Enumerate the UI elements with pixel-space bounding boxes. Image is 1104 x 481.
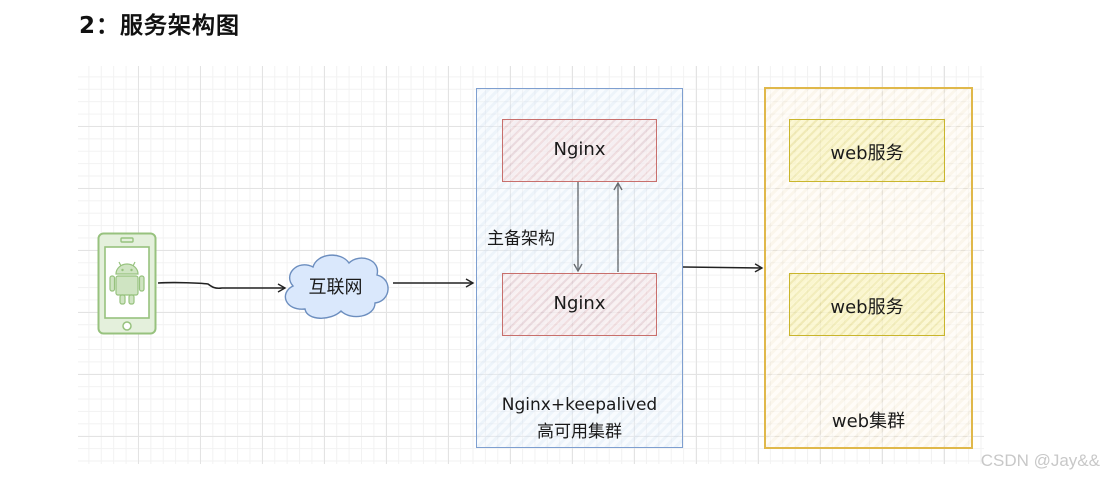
cloud-icon <box>284 254 389 319</box>
ha-cluster-label-line2: 高可用集群 <box>537 422 622 442</box>
internet-node: 互联网 <box>277 249 394 321</box>
nginx-backup-label: Nginx <box>553 293 606 314</box>
web-service-node-2: web服务 <box>789 273 945 336</box>
web-service-node-1: web服务 <box>789 119 945 182</box>
ha-relation-label: 主备架构 <box>487 229 555 249</box>
watermark: CSDN @Jay&& <box>980 451 1100 470</box>
edge-ha-cluster-to-web-cluster <box>682 263 764 273</box>
nginx-master-label: Nginx <box>553 139 606 160</box>
web-service-1-label: web服务 <box>830 143 904 164</box>
page-heading: 2：服务架构图 <box>79 13 241 39</box>
web-service-2-label: web服务 <box>830 297 904 318</box>
android-phone-icon <box>97 232 157 335</box>
nginx-master-node: Nginx <box>502 119 657 182</box>
web-cluster-label: web集群 <box>831 411 906 432</box>
client-node <box>97 232 157 335</box>
nginx-backup-node: Nginx <box>502 273 657 336</box>
internet-label: 互联网 <box>308 277 363 298</box>
ha-cluster-label-line1: Nginx+keepalived <box>501 395 658 415</box>
edge-client-to-internet <box>157 281 287 293</box>
